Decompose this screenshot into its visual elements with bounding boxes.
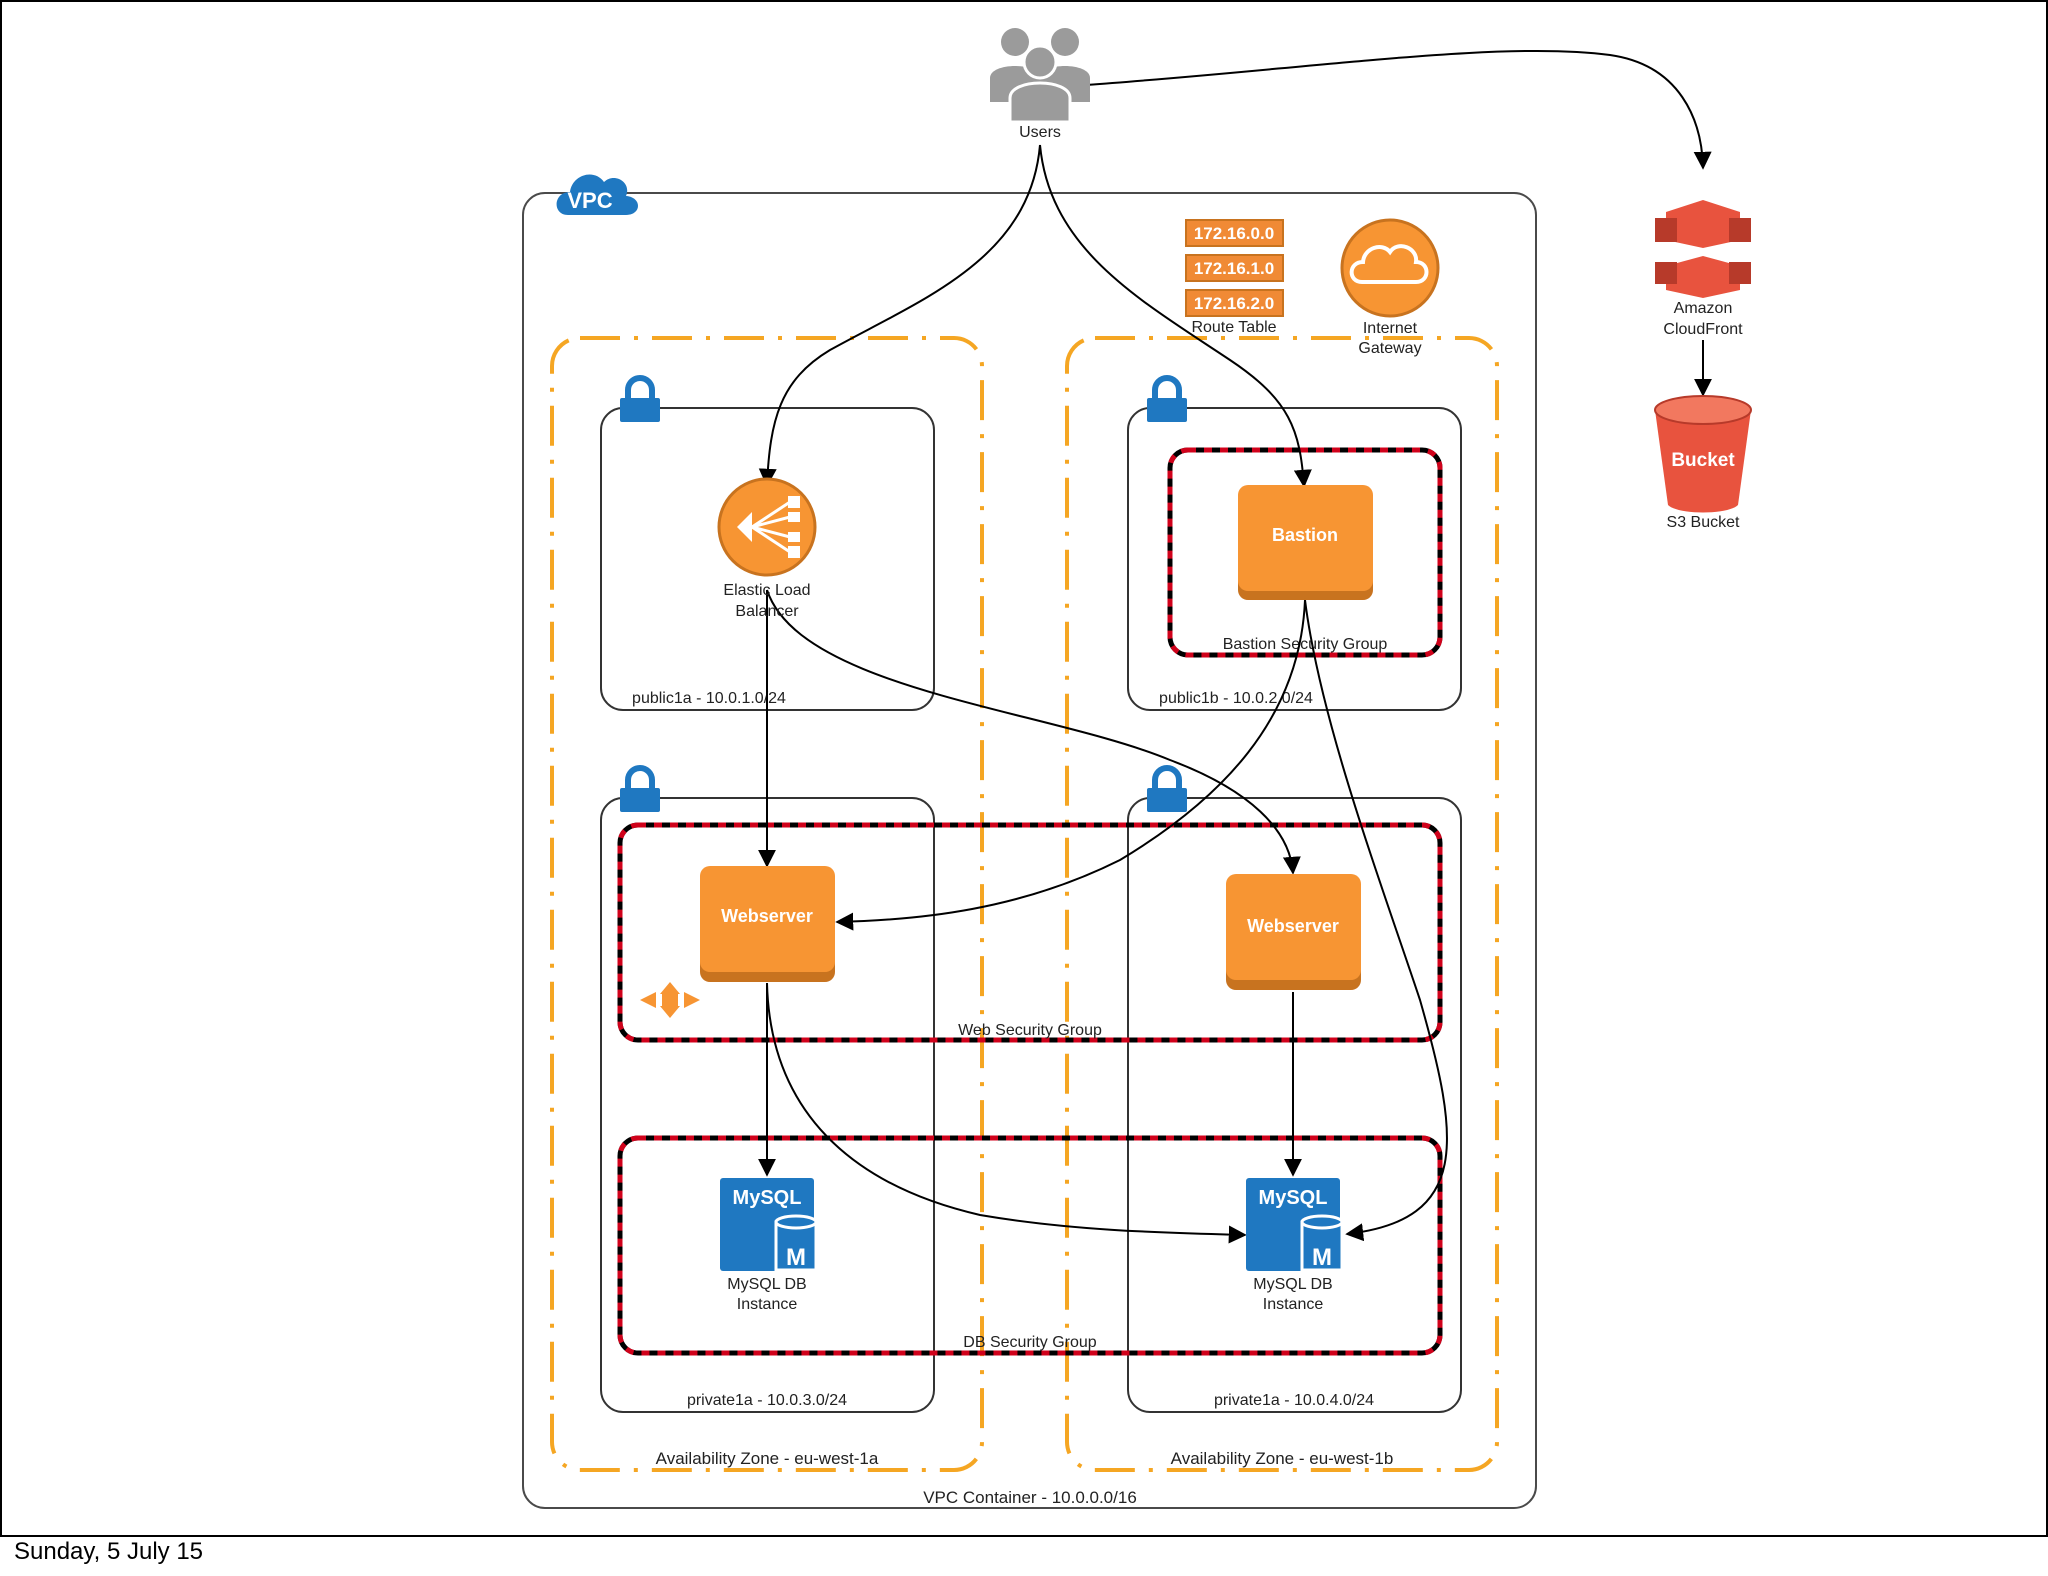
vpc-badge-text: VPC (567, 188, 612, 213)
mysql-db-right: MySQL M MySQL DB Instance (1246, 1178, 1344, 1313)
webserver-right: Webserver (1226, 874, 1361, 990)
bastion-security-group-label: Bastion Security Group (1223, 636, 1388, 653)
edge-users-bastion (1039, 144, 1312, 488)
cloudfront-icon: Amazon CloudFront (1655, 200, 1751, 338)
route-table-label: Route Table (1191, 319, 1276, 336)
route-entry-text: 172.16.1.0 (1194, 259, 1274, 278)
bastion-label: Bastion (1272, 525, 1338, 545)
subnet-private-a-label: private1a - 10.0.3.0/24 (687, 1392, 847, 1409)
elastic-load-balancer: Elastic Load Balancer (717, 477, 817, 620)
cloudfront-label: Amazon (1674, 300, 1733, 317)
mysql-db-label: MySQL DB (1253, 1276, 1332, 1293)
vpc-container-label: VPC Container - 10.0.0.0/16 (923, 1488, 1137, 1507)
route-entry-text: 172.16.2.0 (1194, 294, 1274, 313)
availability-zone-b (1065, 336, 1499, 1472)
vpc-badge: VPC (556, 174, 638, 215)
web-security-group (617, 822, 1443, 1043)
availability-zone-a (550, 336, 984, 1472)
subnet-private-b-label: private1a - 10.0.4.0/24 (1214, 1392, 1374, 1409)
cloudfront-label: CloudFront (1663, 321, 1743, 338)
mysql-badge: MySQL (733, 1187, 802, 1209)
footer-date: Sunday, 5 July 15 (14, 1538, 204, 1565)
database-icon: M (1300, 1214, 1344, 1272)
users-icon (990, 28, 1090, 124)
mysql-db-label: MySQL DB (727, 1276, 806, 1293)
users-label: Users (1019, 124, 1061, 141)
edge-elb-webserver-right (766, 589, 1301, 875)
mysql-badge-letter: M (1312, 1244, 1332, 1271)
webserver-left-label: Webserver (721, 906, 813, 926)
mysql-db-left: MySQL M MySQL DB Instance (720, 1178, 818, 1313)
edge-users-elb (758, 144, 1041, 487)
lock-icon (1147, 765, 1187, 812)
edge-bastion-webserver-left (835, 599, 1306, 931)
vpc-cloud-icon (556, 174, 638, 215)
s3-bucket-label: S3 Bucket (1667, 514, 1740, 531)
mysql-db-label: Instance (737, 1296, 798, 1313)
subnet-public1b-label: public1b - 10.0.2.0/24 (1159, 690, 1313, 707)
s3-bucket-icon: Bucket S3 Bucket (1654, 395, 1752, 531)
db-security-group (617, 1135, 1443, 1356)
auto-scaling-icon (640, 982, 700, 1018)
availability-zone-a-label: Availability Zone - eu-west-1a (656, 1449, 879, 1468)
edge-bastion-db-right (1304, 599, 1448, 1242)
cloud-icon (1349, 244, 1429, 284)
internet-gateway-label: Gateway (1358, 340, 1421, 357)
subnet-public1b (1127, 407, 1462, 711)
web-security-group-label: Web Security Group (958, 1022, 1102, 1039)
bastion-security-group (1167, 447, 1443, 658)
elb-label: Elastic Load (723, 582, 810, 599)
edge-webserver-left-db-right (766, 982, 1247, 1244)
load-balancer-icon (737, 496, 800, 558)
internet-gateway: Internet Gateway (1340, 218, 1440, 357)
route-entry (1185, 289, 1284, 317)
internet-gateway-label: Internet (1363, 320, 1418, 337)
webserver-left: Webserver (700, 866, 835, 982)
connections (758, 49, 1712, 1244)
lock-icon (1147, 375, 1187, 422)
lock-icon (620, 765, 660, 812)
elb-label: Balancer (735, 603, 799, 620)
availability-zone-b-label: Availability Zone - eu-west-1b (1171, 1449, 1394, 1468)
bastion-instance: Bastion (1238, 485, 1373, 600)
db-security-group-label: DB Security Group (963, 1334, 1096, 1351)
mysql-badge-letter: M (786, 1244, 806, 1271)
subnet-private-b (1127, 797, 1462, 1413)
webserver-right-label: Webserver (1247, 916, 1339, 936)
subnet-public1a-label: public1a - 10.0.1.0/24 (632, 690, 786, 707)
s3-bucket-text: Bucket (1671, 450, 1735, 471)
mysql-badge: MySQL (1259, 1187, 1328, 1209)
mysql-db-label: Instance (1263, 1296, 1324, 1313)
route-entry-text: 172.16.0.0 (1194, 224, 1274, 243)
edge-users-cloudfront (1084, 49, 1712, 170)
route-entry (1185, 219, 1284, 247)
route-table: 172.16.0.0 172.16.1.0 172.16.2.0 Route T… (1185, 219, 1284, 336)
route-entry (1185, 254, 1284, 282)
database-icon: M (774, 1214, 818, 1272)
lock-icon (620, 375, 660, 422)
